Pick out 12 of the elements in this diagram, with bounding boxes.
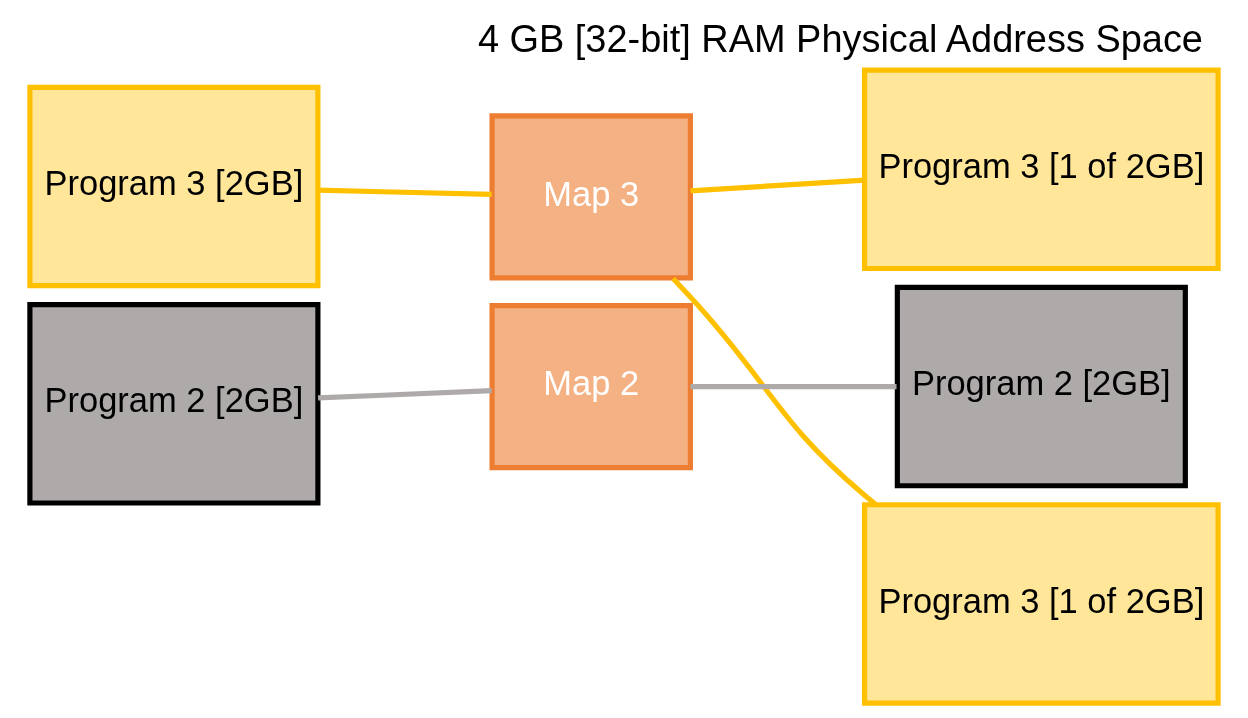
node-box: Program 3 [2GB] [27, 84, 321, 289]
node-box: Map 2 [489, 302, 693, 471]
node-box: Program 3 [1 of 2GB] [862, 502, 1221, 706]
connector [318, 187, 492, 198]
node-box: Program 2 [2GB] [27, 302, 321, 506]
node-box: Program 3 [1 of 2GB] [862, 67, 1221, 272]
node-box: Map 3 [489, 113, 693, 281]
connector [690, 384, 897, 390]
connector [317, 388, 492, 401]
diagram-title: 4 GB [32-bit] RAM Physical Address Space [477, 18, 1203, 61]
node-box: Program 2 [2GB] [894, 284, 1188, 489]
connector [690, 177, 865, 194]
